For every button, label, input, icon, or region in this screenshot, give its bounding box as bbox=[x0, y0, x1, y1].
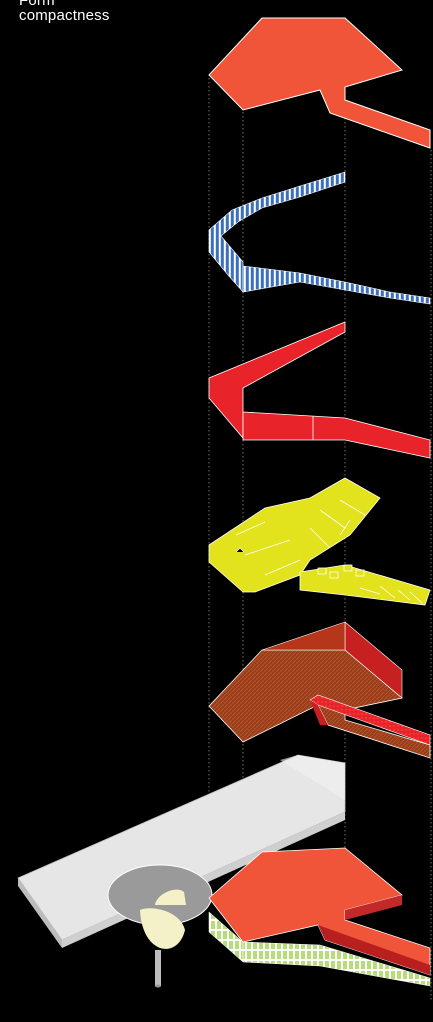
layer-assembled bbox=[18, 755, 430, 988]
wall-right bbox=[243, 412, 430, 458]
floor-tile-2 bbox=[330, 572, 338, 578]
facade-right-arm bbox=[243, 266, 430, 304]
layer-facade bbox=[209, 172, 430, 304]
layer-roof bbox=[209, 18, 430, 148]
floor-tile-1 bbox=[318, 568, 326, 574]
ground-wall-top bbox=[262, 622, 345, 650]
floor-tile-4 bbox=[356, 570, 364, 576]
layer-walls bbox=[209, 322, 430, 458]
layer-floors bbox=[209, 478, 430, 605]
layer-ground bbox=[209, 622, 430, 758]
collector-pole bbox=[155, 950, 161, 986]
floor-tile-3 bbox=[344, 565, 352, 571]
roof-slab bbox=[209, 18, 430, 148]
